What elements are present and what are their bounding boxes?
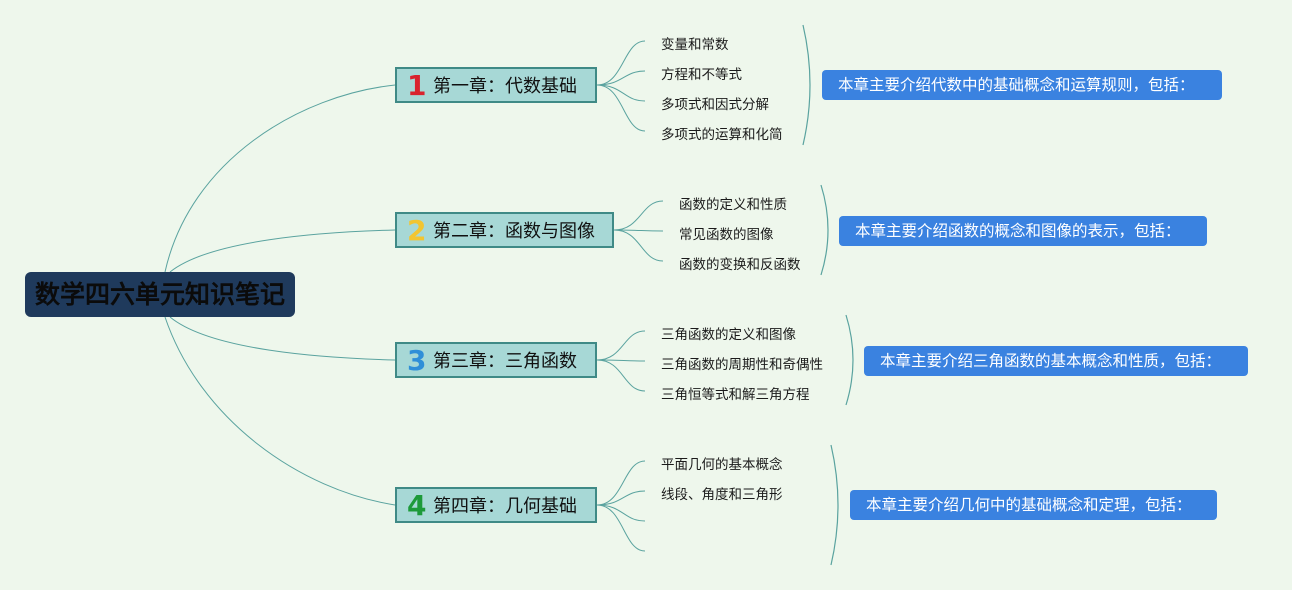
chapter-1-item-3[interactable]: 多项式和因式分解 — [661, 97, 769, 113]
summary-brace-4 — [830, 444, 839, 566]
chapter-1-topic[interactable]: 1 第一章：代数基础 — [395, 67, 597, 103]
link-chapter-1-item-1 — [596, 40, 646, 86]
link-root-chapter-4 — [164, 316, 396, 506]
chapter-1-number: 1 — [407, 68, 427, 102]
link-chapter-4-item-3 — [596, 504, 646, 522]
chapter-4-topic[interactable]: 4 第四章：几何基础 — [395, 487, 597, 523]
link-chapter-3-item-2 — [596, 359, 646, 362]
link-chapter-4-item-2 — [596, 490, 646, 506]
summary-brace-2 — [820, 184, 829, 276]
chapter-3-title: 第三章：三角函数 — [433, 351, 577, 372]
link-chapter-2-item-2 — [613, 229, 664, 232]
chapter-3-item-1[interactable]: 三角函数的定义和图像 — [661, 327, 796, 343]
chapter-2-number: 2 — [407, 213, 427, 247]
summary-brace-3 — [845, 314, 854, 406]
link-chapter-1-item-4 — [596, 84, 646, 132]
link-chapter-2-item-1 — [613, 200, 664, 231]
chapter-2-item-1[interactable]: 函数的定义和性质 — [679, 197, 787, 213]
chapter-1-item-1[interactable]: 变量和常数 — [661, 37, 729, 53]
chapter-2-summary[interactable]: 本章主要介绍函数的概念和图像的表示，包括： — [839, 216, 1207, 246]
chapter-3-item-3[interactable]: 三角恒等式和解三角方程 — [661, 387, 810, 403]
chapter-1-item-2[interactable]: 方程和不等式 — [661, 67, 742, 83]
link-chapter-4-item-4 — [596, 504, 646, 552]
chapter-3-topic[interactable]: 3 第三章：三角函数 — [395, 342, 597, 378]
link-root-chapter-3 — [169, 316, 396, 361]
link-root-chapter-2 — [169, 229, 396, 273]
chapter-4-item-1[interactable]: 平面几何的基本概念 — [661, 457, 783, 473]
chapter-2-title: 第二章：函数与图像 — [433, 221, 595, 242]
link-chapter-3-item-3 — [596, 359, 646, 392]
chapter-2-topic[interactable]: 2 第二章：函数与图像 — [395, 212, 614, 248]
chapter-1-title: 第一章：代数基础 — [433, 76, 577, 97]
link-root-chapter-1 — [164, 84, 396, 273]
link-chapter-1-item-2 — [596, 70, 646, 86]
chapter-1-item-4[interactable]: 多项式的运算和化简 — [661, 127, 783, 143]
chapter-2-item-2[interactable]: 常见函数的图像 — [679, 227, 774, 243]
link-chapter-2-item-3 — [613, 229, 664, 262]
link-chapter-1-item-3 — [596, 84, 646, 102]
chapter-4-item-2[interactable]: 线段、角度和三角形 — [661, 487, 783, 503]
chapter-3-summary[interactable]: 本章主要介绍三角函数的基本概念和性质，包括： — [864, 346, 1248, 376]
chapter-4-summary[interactable]: 本章主要介绍几何中的基础概念和定理，包括： — [850, 490, 1217, 520]
link-chapter-4-item-1 — [596, 460, 646, 506]
summary-brace-1 — [802, 24, 811, 146]
chapter-2-item-3[interactable]: 函数的变换和反函数 — [679, 257, 801, 273]
chapter-1-summary[interactable]: 本章主要介绍代数中的基础概念和运算规则，包括： — [822, 70, 1222, 100]
root-topic[interactable]: 数学四六单元知识笔记 — [25, 272, 295, 317]
root-title: 数学四六单元知识笔记 — [34, 280, 285, 309]
chapter-3-number: 3 — [407, 343, 427, 377]
chapter-4-title: 第四章：几何基础 — [433, 496, 577, 517]
chapter-4-number: 4 — [407, 488, 427, 522]
chapter-3-item-2[interactable]: 三角函数的周期性和奇偶性 — [661, 357, 823, 373]
link-chapter-3-item-1 — [596, 330, 646, 361]
